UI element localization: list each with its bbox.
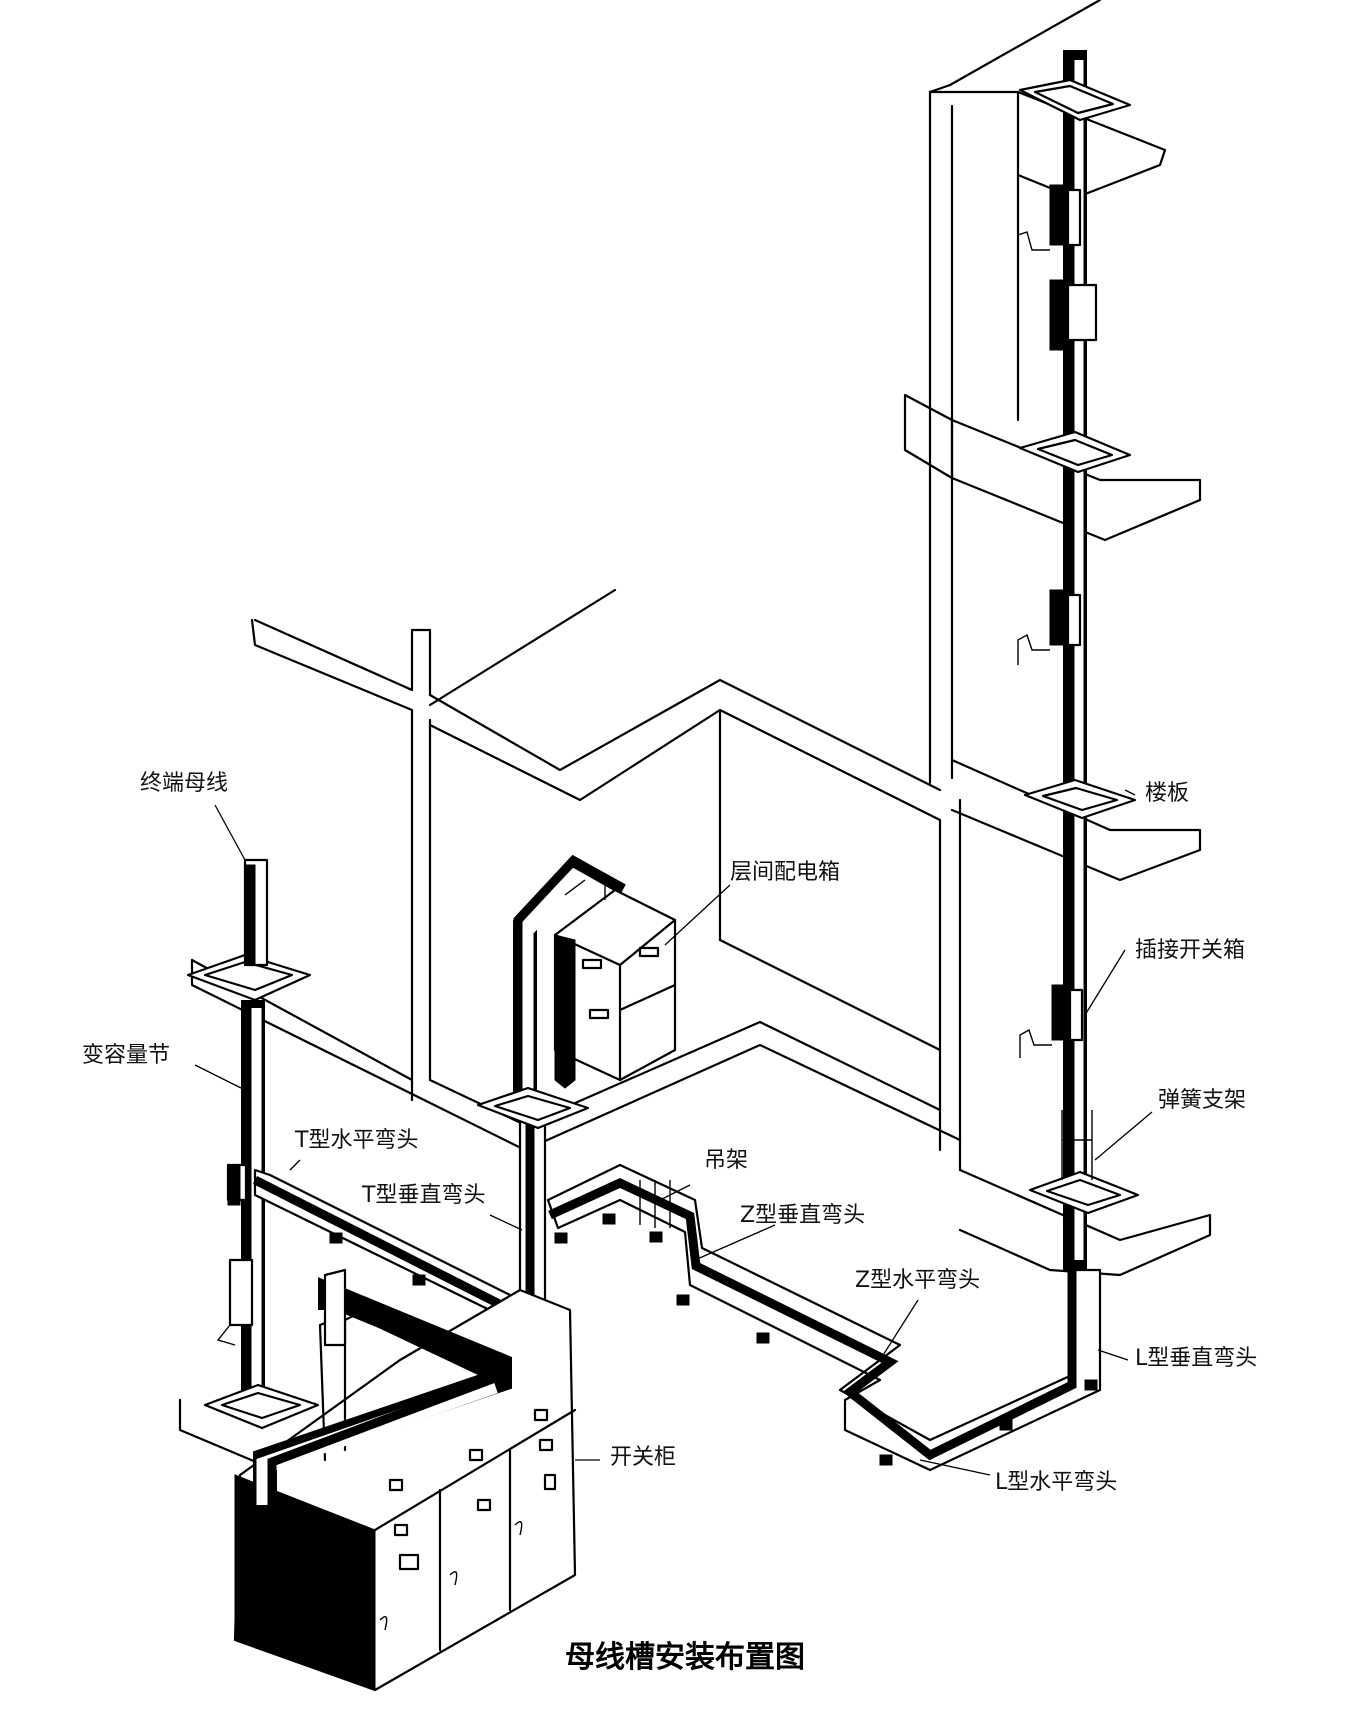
left-busway [186, 858, 547, 1430]
label-hanger: 吊架 [704, 1148, 749, 1173]
label-floor-distribution-box: 层间配电箱 [730, 860, 841, 885]
switchgear [233, 1268, 577, 1692]
label-floor-slab: 楼板 [1145, 781, 1190, 806]
floor-opening-2 [1018, 430, 1132, 474]
horizontal-busway-run [546, 1163, 1102, 1472]
leader-lines [194, 789, 1153, 1476]
plug-in-switch-box-4 [1019, 984, 1084, 1058]
floor-opening-4 [1028, 1170, 1140, 1215]
floor-opening-1 [1018, 78, 1132, 122]
plug-in-switch-box-2 [1049, 279, 1098, 351]
floor-opening-3 [1023, 778, 1137, 820]
left-plug-in-box [216, 1258, 254, 1346]
diagram-title: 母线槽安装布置图 [565, 1640, 805, 1675]
floor-distribution-box [476, 854, 677, 1130]
label-t-horizontal-elbow: T型水平弯头 [295, 1128, 419, 1153]
label-terminal-busbar: 终端母线 [140, 771, 229, 796]
terminal-busbar [186, 858, 312, 1002]
hangers [554, 1180, 1098, 1466]
label-z-vertical-elbow: Z型垂直弯头 [740, 1203, 866, 1228]
label-z-horizontal-elbow: Z型水平弯头 [855, 1268, 981, 1293]
spring-support [1061, 1110, 1093, 1180]
vertical-riser [1017, 50, 1140, 1270]
t-run-hangers [329, 1232, 426, 1286]
label-l-horizontal-elbow: L型水平弯头 [995, 1470, 1118, 1495]
label-variable-capacity-section: 变容量节 [82, 1043, 171, 1068]
label-l-vertical-elbow: L型垂直弯头 [1135, 1346, 1258, 1371]
label-spring-support: 弹簧支架 [1158, 1088, 1247, 1113]
label-t-vertical-elbow: T型垂直弯头 [362, 1183, 486, 1208]
label-switchgear: 开关柜 [610, 1445, 677, 1470]
label-plug-in-switch-box: 插接开关箱 [1135, 938, 1246, 963]
plug-in-switch-box-1 [1017, 184, 1082, 260]
plug-in-switch-box-3 [1017, 589, 1082, 665]
